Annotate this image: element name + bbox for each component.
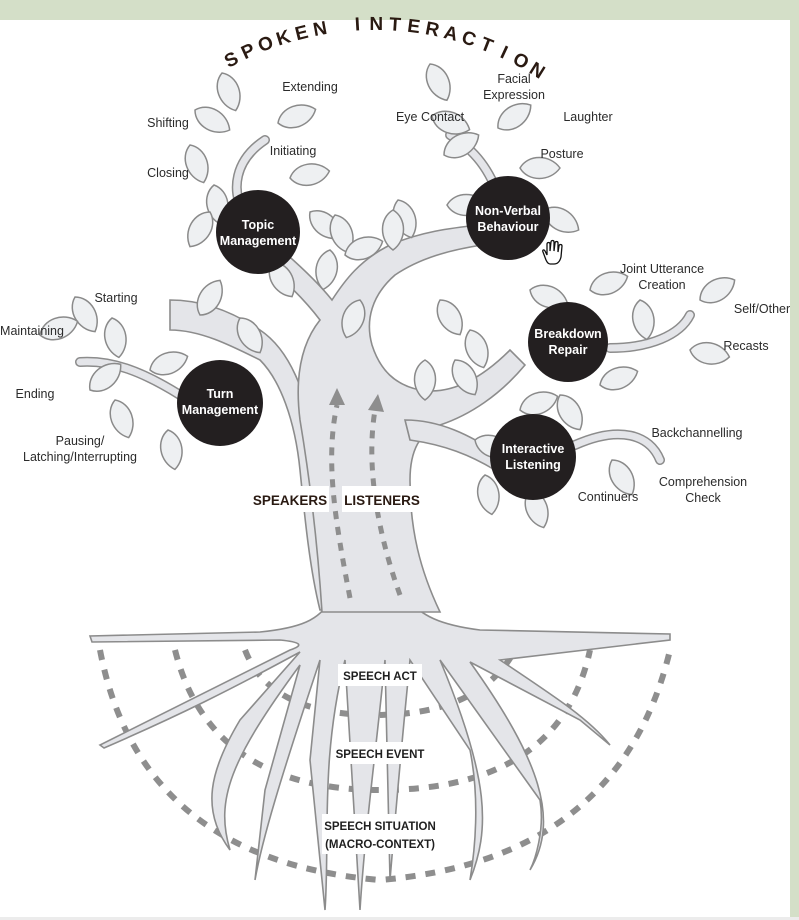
label-joint-utterance: Joint Utterance	[620, 262, 704, 276]
leaf-shape	[156, 427, 187, 472]
context-arcs	[97, 648, 673, 884]
title-letter: N	[369, 14, 383, 35]
node-label: Non-Verbal	[475, 204, 541, 218]
speech-act-label: SPEECH ACT	[343, 671, 417, 683]
listeners-caption-bg	[342, 486, 422, 512]
label-initiating: Initiating	[270, 144, 317, 158]
title-letter: T	[477, 34, 496, 58]
title-letter: P	[238, 40, 259, 65]
leaf-shape	[104, 395, 140, 442]
node-interactive-listening[interactable]: Interactive Listening	[490, 414, 576, 500]
arc-speech-event	[172, 649, 593, 794]
leaf-labels: Extending Shifting Initiating Closing Fa…	[0, 72, 790, 505]
label-eye-contact: Eye Contact	[396, 110, 465, 124]
macro-context-label: (MACRO-CONTEXT)	[325, 839, 435, 851]
label-ending: Ending	[16, 387, 55, 401]
node-label: Turn	[207, 387, 234, 401]
label-shifting: Shifting	[147, 116, 189, 130]
leaf-shape	[491, 95, 538, 138]
label-joint-utterance-2: Creation	[638, 278, 685, 292]
title-letter: T	[389, 14, 402, 36]
label-maintaining: Maintaining	[0, 324, 64, 338]
leaf-shape	[273, 98, 320, 134]
title-letter: O	[255, 32, 276, 57]
speakers-caption: SPEAKERS	[253, 493, 327, 508]
node-label: Management	[220, 234, 297, 248]
trunk-main	[253, 224, 527, 613]
interaction-arrows	[329, 388, 403, 599]
label-closing: Closing	[147, 166, 189, 180]
title-letter: E	[406, 16, 421, 38]
title-letter: A	[442, 22, 461, 46]
node-topic-management[interactable]: Topic Management	[216, 190, 300, 274]
title-letter: E	[293, 22, 310, 45]
label-comprehension-check-2: Check	[685, 491, 721, 505]
label-pausing: Pausing/	[56, 434, 105, 448]
arc-speech-situation	[97, 649, 673, 884]
speech-situation-label: SPEECH SITUATION	[324, 821, 436, 833]
leaf-shape	[211, 68, 247, 115]
node-label: Listening	[505, 458, 561, 472]
bottom-strip	[0, 917, 799, 920]
title-letter: N	[311, 18, 328, 41]
node-breakdown-repair[interactable]: Breakdown Repair	[528, 302, 608, 382]
label-starting: Starting	[94, 291, 137, 305]
title-letter: S	[221, 48, 242, 72]
label-latching-interrupting: Latching/Interrupting	[23, 450, 137, 464]
node-label: Behaviour	[477, 220, 538, 234]
node-label: Breakdown	[534, 327, 601, 341]
title-letter: R	[424, 18, 442, 41]
label-posture: Posture	[540, 147, 583, 161]
leaf-shape	[628, 297, 659, 342]
arc-speech-act	[242, 648, 518, 719]
label-recasts: Recasts	[723, 339, 768, 353]
speech-event-label: SPEECH EVENT	[336, 749, 425, 761]
title-letter: I	[354, 14, 360, 35]
leaf-shape	[419, 58, 458, 106]
hand-cursor-icon	[542, 239, 563, 265]
listeners-arrow-head	[368, 394, 384, 412]
label-comprehension-check: Comprehension	[659, 475, 747, 489]
listeners-caption: LISTENERS	[344, 493, 420, 508]
leaf-shape	[287, 159, 332, 190]
listeners-arrow-path	[369, 409, 403, 596]
node-label: Topic	[242, 218, 274, 232]
label-extending: Extending	[282, 80, 338, 94]
speech-event-bg	[332, 742, 428, 764]
node-non-verbal-behaviour[interactable]: Non-Verbal Behaviour	[466, 176, 550, 260]
title-letter: C	[459, 27, 479, 51]
label-laughter: Laughter	[563, 110, 612, 124]
leaf-shape	[100, 315, 131, 360]
speakers-caption-bg	[251, 486, 329, 512]
title-letter: K	[274, 26, 294, 50]
label-facial-expression-2: Expression	[483, 88, 545, 102]
node-turn-management[interactable]: Turn Management	[177, 360, 263, 446]
node-label: Management	[182, 403, 259, 417]
title-letter: I	[497, 42, 511, 63]
label-backchannelling: Backchannelling	[651, 426, 742, 440]
label-facial-expression: Facial	[497, 72, 530, 86]
label-continuers: Continuers	[578, 490, 638, 504]
speech-situation-bg	[322, 814, 438, 854]
leaf-shape	[595, 360, 642, 396]
node-label: Interactive	[502, 442, 565, 456]
leaf-shape	[430, 294, 470, 341]
node-label: Repair	[549, 343, 588, 357]
speakers-arrow-head	[329, 388, 345, 405]
speech-act-bg	[338, 664, 422, 686]
label-self-other: Self/Other	[734, 302, 790, 316]
